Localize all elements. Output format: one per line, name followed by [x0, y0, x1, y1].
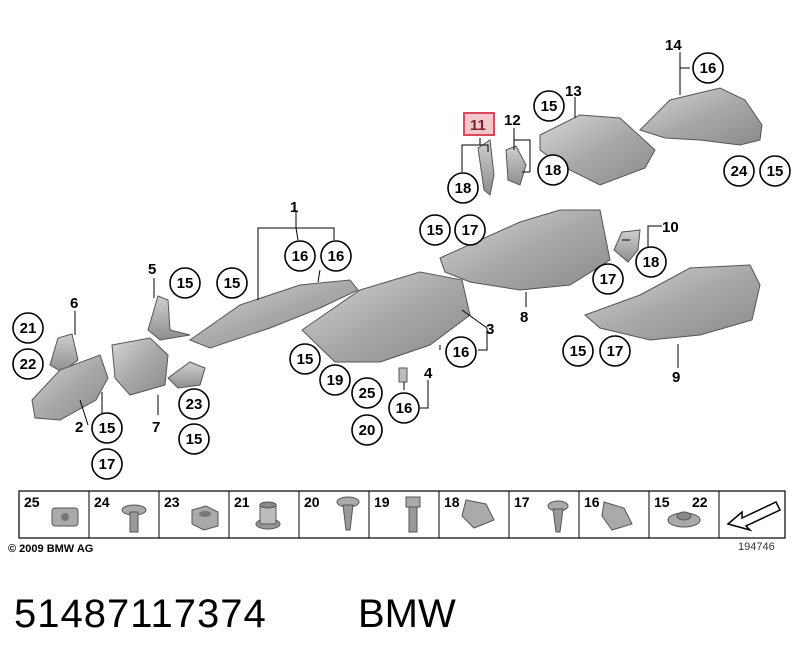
strip-label: 17 — [514, 494, 530, 510]
callout-15: 15 — [99, 420, 116, 437]
bolt-icon — [405, 496, 421, 533]
strip-label: 24 — [94, 494, 110, 510]
label-13: 13 — [565, 83, 582, 100]
label-11: 11 — [470, 117, 486, 134]
heat-shield-1[interactable] — [188, 279, 359, 349]
callout-17: 17 — [607, 343, 624, 360]
hex-nut-icon — [191, 505, 219, 531]
strip-label: 16 — [584, 494, 600, 510]
collar-nut-icon — [667, 511, 701, 528]
brand-name: BMW — [358, 592, 456, 636]
callout-17: 17 — [462, 222, 479, 239]
spacer-sleeve-icon — [255, 501, 281, 530]
callout-18: 18 — [455, 180, 472, 197]
callout-18: 18 — [545, 162, 562, 179]
callout-24: 24 — [731, 163, 748, 180]
callout-17: 17 — [600, 271, 617, 288]
callout-25: 25 — [359, 385, 376, 402]
strip-label: 18 — [444, 494, 460, 510]
heat-shield-2[interactable] — [31, 354, 109, 421]
bracket-12[interactable] — [505, 145, 527, 186]
callout-16: 16 — [292, 248, 309, 265]
highlight-box-11[interactable] — [463, 112, 495, 136]
callout-17: 17 — [99, 456, 116, 473]
parts-diagram: 14 13 12 1 5 6 2 7 3 4 8 10 9 11 — [12, 37, 791, 539]
sheet-metal-screw-icon — [336, 496, 360, 531]
bracket-7b[interactable] — [167, 361, 206, 389]
callout-15: 15 — [570, 343, 587, 360]
part-number: 51487117374 — [14, 592, 267, 636]
callout-circles — [12, 52, 791, 480]
callout-16: 16 — [700, 60, 717, 77]
heat-shield-13[interactable] — [539, 114, 656, 186]
strip-label: 25 — [24, 494, 40, 510]
callout-16: 16 — [396, 400, 413, 417]
callout-16: 16 — [328, 248, 345, 265]
label-6: 6 — [70, 295, 78, 312]
callout-15: 15 — [427, 222, 444, 239]
copyright-notice: © 2009 BMW AG — [8, 543, 94, 555]
callout-21: 21 — [20, 320, 37, 337]
bracket-5[interactable] — [147, 295, 191, 341]
heat-shield-9[interactable] — [584, 264, 761, 341]
callout-15: 15 — [541, 98, 558, 115]
strip-label: 23 — [164, 494, 180, 510]
clip-icon — [601, 501, 633, 531]
bolt-4[interactable] — [398, 367, 408, 383]
label-4: 4 — [424, 365, 433, 382]
speed-nut-icon — [461, 499, 495, 529]
fastener-legend-strip — [18, 490, 786, 539]
label-8: 8 — [520, 309, 528, 326]
tapping-screw-icon — [547, 500, 569, 533]
strip-label: 20 — [304, 494, 320, 510]
label-9: 9 — [672, 369, 680, 386]
callout-16: 16 — [453, 344, 470, 361]
callout-15: 15 — [767, 163, 784, 180]
callout-15: 15 — [297, 351, 314, 368]
label-7: 7 — [152, 419, 160, 436]
direction-arrow-icon — [726, 501, 782, 532]
strip-label: 22 — [692, 494, 708, 510]
bracket-10[interactable] — [613, 229, 641, 263]
part-number-labels: 14 13 12 1 5 6 2 7 3 4 8 10 9 — [70, 37, 682, 436]
strip-label: 15 — [654, 494, 670, 510]
strip-label: 19 — [374, 494, 390, 510]
callout-22: 22 — [20, 356, 37, 373]
label-2: 2 — [75, 419, 83, 436]
callout-18: 18 — [643, 254, 660, 271]
heat-shield-14[interactable] — [639, 87, 763, 146]
heat-shield-7[interactable] — [111, 337, 169, 396]
diagram-id: 194746 — [738, 541, 775, 553]
heat-shield-3[interactable] — [301, 271, 471, 363]
label-14: 14 — [665, 37, 682, 54]
callout-20: 20 — [359, 422, 376, 439]
callout-23: 23 — [186, 396, 203, 413]
callout-15: 15 — [177, 275, 194, 292]
bracket-11[interactable] — [477, 139, 495, 196]
clip-nut-icon — [51, 507, 79, 527]
heat-shield-8[interactable] — [439, 209, 611, 291]
leader-lines — [74, 52, 690, 426]
strip-label: 21 — [234, 494, 250, 510]
legend-strip-labels: 25 24 23 21 20 19 18 17 16 15 22 — [24, 494, 708, 510]
label-12: 12 — [504, 112, 521, 129]
callout-15: 15 — [224, 275, 241, 292]
callout-19: 19 — [327, 372, 344, 389]
label-10: 10 — [662, 219, 679, 236]
label-1: 1 — [290, 199, 298, 216]
callout-15: 15 — [186, 431, 203, 448]
label-5: 5 — [148, 261, 156, 278]
flange-screw-icon — [121, 504, 147, 533]
label-3: 3 — [486, 321, 494, 338]
